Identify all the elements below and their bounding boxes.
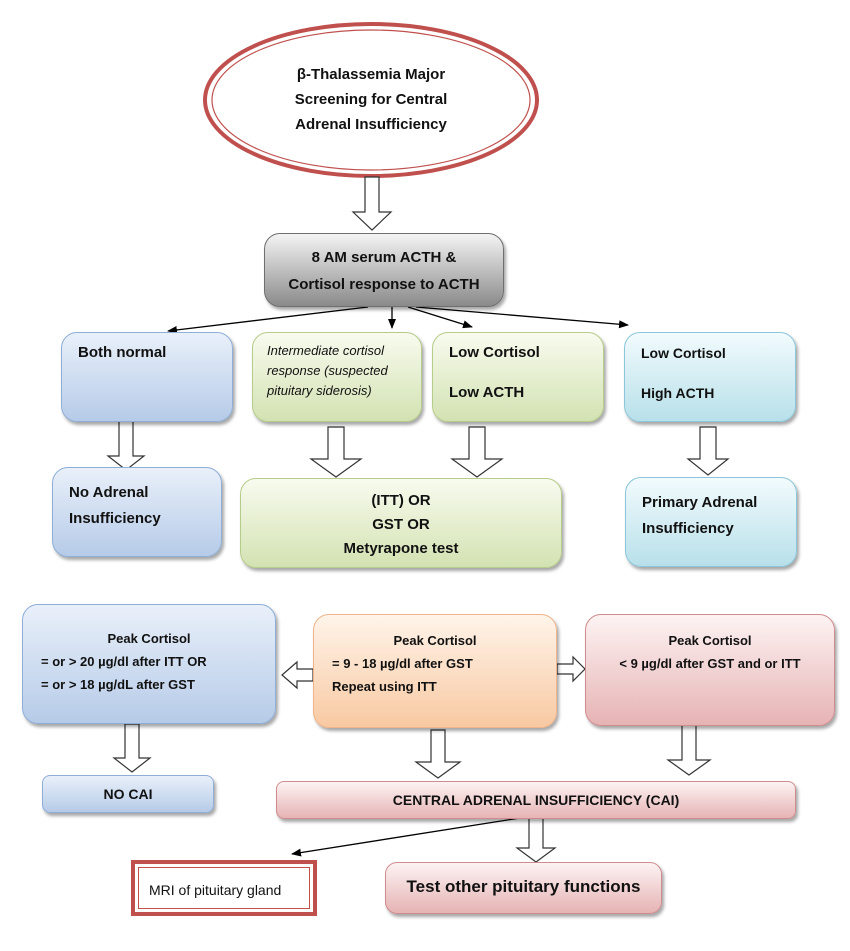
title-ellipse-outer: [203, 22, 539, 178]
intermediate-line: pituitary siderosis): [267, 383, 372, 398]
primary-ai-line: Insufficiency: [642, 520, 734, 537]
title-node: β-Thalassemia Major Screening for Centra…: [260, 62, 482, 137]
both-normal-node: Both normal: [61, 332, 233, 422]
test-other-pituitary-node: Test other pituitary functions: [385, 862, 662, 914]
low-cortisol-low-acth-node: Low Cortisol Low ACTH: [432, 332, 604, 422]
low-high-line: Low Cortisol: [641, 345, 726, 361]
low-cortisol-high-acth-node: Low Cortisol High ACTH: [624, 332, 796, 422]
no-ai-line: No Adrenal: [69, 484, 149, 501]
peak-intermediate-line: Repeat using ITT: [332, 679, 437, 694]
title-line: β-Thalassemia Major: [296, 66, 446, 83]
connector-arrow: [291, 817, 521, 857]
mri-label: MRI of pituitary gland: [149, 882, 282, 898]
primary-ai-line: Primary Adrenal: [642, 494, 758, 511]
low-low-line: Low Cortisol: [449, 344, 540, 361]
title-ellipse-inner: [211, 29, 531, 171]
no-ai-line: Insufficiency: [69, 510, 161, 527]
block-arrow-left-icon: [281, 660, 314, 690]
no-cai-node: NO CAI: [42, 775, 214, 813]
peak-low-line: Peak Cortisol: [668, 633, 752, 648]
connector-arrow: [167, 306, 369, 334]
peak-intermediate-line: Peak Cortisol: [393, 633, 477, 648]
intermediate-line: response (suspected: [267, 363, 388, 378]
title-line: Adrenal Insufficiency: [295, 116, 447, 133]
initial-test-node: 8 AM serum ACTH & Cortisol response to A…: [264, 233, 504, 307]
stim-test-line: GST OR: [372, 516, 430, 533]
title-line: Screening for Central: [294, 91, 448, 108]
block-arrow-down-icon: [351, 176, 393, 231]
intermediate-response-node: Intermediate cortisol response (suspecte…: [252, 332, 422, 422]
block-arrow-right-icon: [556, 655, 586, 683]
no-cai-label: NO CAI: [103, 786, 153, 802]
peak-normal-line: = or > 18 µg/dL after GST: [41, 677, 195, 692]
peak-cortisol-normal-node: Peak Cortisol = or > 20 µg/dl after ITT …: [22, 604, 276, 724]
block-arrow-down-icon: [414, 729, 462, 779]
block-arrow-down-icon: [666, 724, 712, 776]
block-arrow-down-icon: [106, 420, 146, 471]
peak-normal-line: = or > 20 µg/dl after ITT OR: [41, 654, 207, 669]
cai-node: CENTRAL ADRENAL INSUFFICIENCY (CAI): [276, 781, 796, 819]
block-arrow-down-icon: [515, 816, 557, 863]
stimulation-tests-node: (ITT) OR GST OR Metyrapone test: [240, 478, 562, 568]
primary-adrenal-insufficiency-node: Primary Adrenal Insufficiency: [625, 477, 797, 567]
intermediate-line: Intermediate cortisol: [267, 343, 385, 358]
both-normal-label: Both normal: [78, 344, 167, 361]
stim-test-line: Metyrapone test: [343, 540, 459, 557]
peak-low-line: < 9 µg/dl after GST and or ITT: [619, 656, 801, 671]
no-adrenal-insufficiency-node: No Adrenal Insufficiency: [52, 467, 222, 557]
low-low-line: Low ACTH: [449, 384, 525, 401]
initial-test-line: Cortisol response to ACTH: [288, 276, 480, 293]
block-arrow-down-icon: [112, 723, 152, 773]
stim-test-line: (ITT) OR: [371, 492, 431, 509]
cai-label: CENTRAL ADRENAL INSUFFICIENCY (CAI): [392, 792, 680, 808]
test-other-label: Test other pituitary functions: [406, 877, 641, 896]
low-high-line: High ACTH: [641, 385, 715, 401]
connector-arrow: [407, 306, 473, 329]
peak-cortisol-low-node: Peak Cortisol < 9 µg/dl after GST and or…: [585, 614, 835, 726]
peak-normal-line: Peak Cortisol: [107, 631, 191, 646]
block-arrow-down-icon: [309, 426, 363, 478]
mri-node: MRI of pituitary gland: [131, 860, 317, 916]
block-arrow-down-icon: [450, 426, 504, 478]
peak-intermediate-line: = 9 - 18 µg/dl after GST: [332, 656, 473, 671]
connector-arrow: [415, 306, 629, 329]
initial-test-line: 8 AM serum ACTH &: [311, 249, 457, 266]
peak-cortisol-intermediate-node: Peak Cortisol = 9 - 18 µg/dl after GST R…: [313, 614, 557, 728]
block-arrow-down-icon: [686, 426, 730, 476]
